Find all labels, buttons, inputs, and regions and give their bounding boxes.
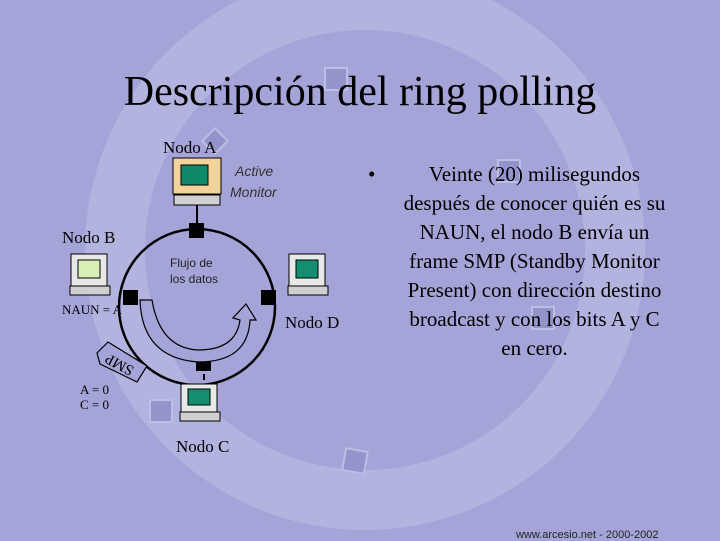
node-b-connector (123, 290, 138, 305)
node-a-computer (172, 157, 222, 206)
data-flow-label-line1: Flujo de (170, 256, 213, 270)
node-c-computer (179, 383, 221, 422)
naun-label: NAUN = A (62, 302, 123, 317)
smp-frame-arrow (96, 341, 148, 383)
node-d-computer (287, 253, 329, 296)
node-d-label: Nodo D (285, 313, 340, 332)
footer-url: www.arcesio.net - 2000-2002 (516, 529, 659, 541)
node-c-label: Nodo C (176, 437, 230, 456)
bit-c-label: C = 0 (80, 397, 110, 412)
bit-a-label: A = 0 (80, 382, 110, 397)
node-b-computer (69, 253, 111, 296)
data-flow-label-line2: los datos (170, 272, 219, 286)
slide-title: Descripción del ring polling (123, 69, 597, 115)
node-b-label: Nodo B (62, 228, 116, 247)
node-d-connector (261, 290, 276, 305)
active-monitor-label-line2: Monitor (230, 184, 277, 200)
active-monitor-label-line1: Active (235, 163, 274, 179)
node-a-connector (189, 223, 204, 238)
bullet-symbol: • (368, 162, 376, 186)
node-a-label: Nodo A (163, 138, 217, 157)
bullet-text: Veinte (20) milisegundos después de cono… (403, 162, 666, 360)
data-flow-arrow (139, 299, 258, 363)
